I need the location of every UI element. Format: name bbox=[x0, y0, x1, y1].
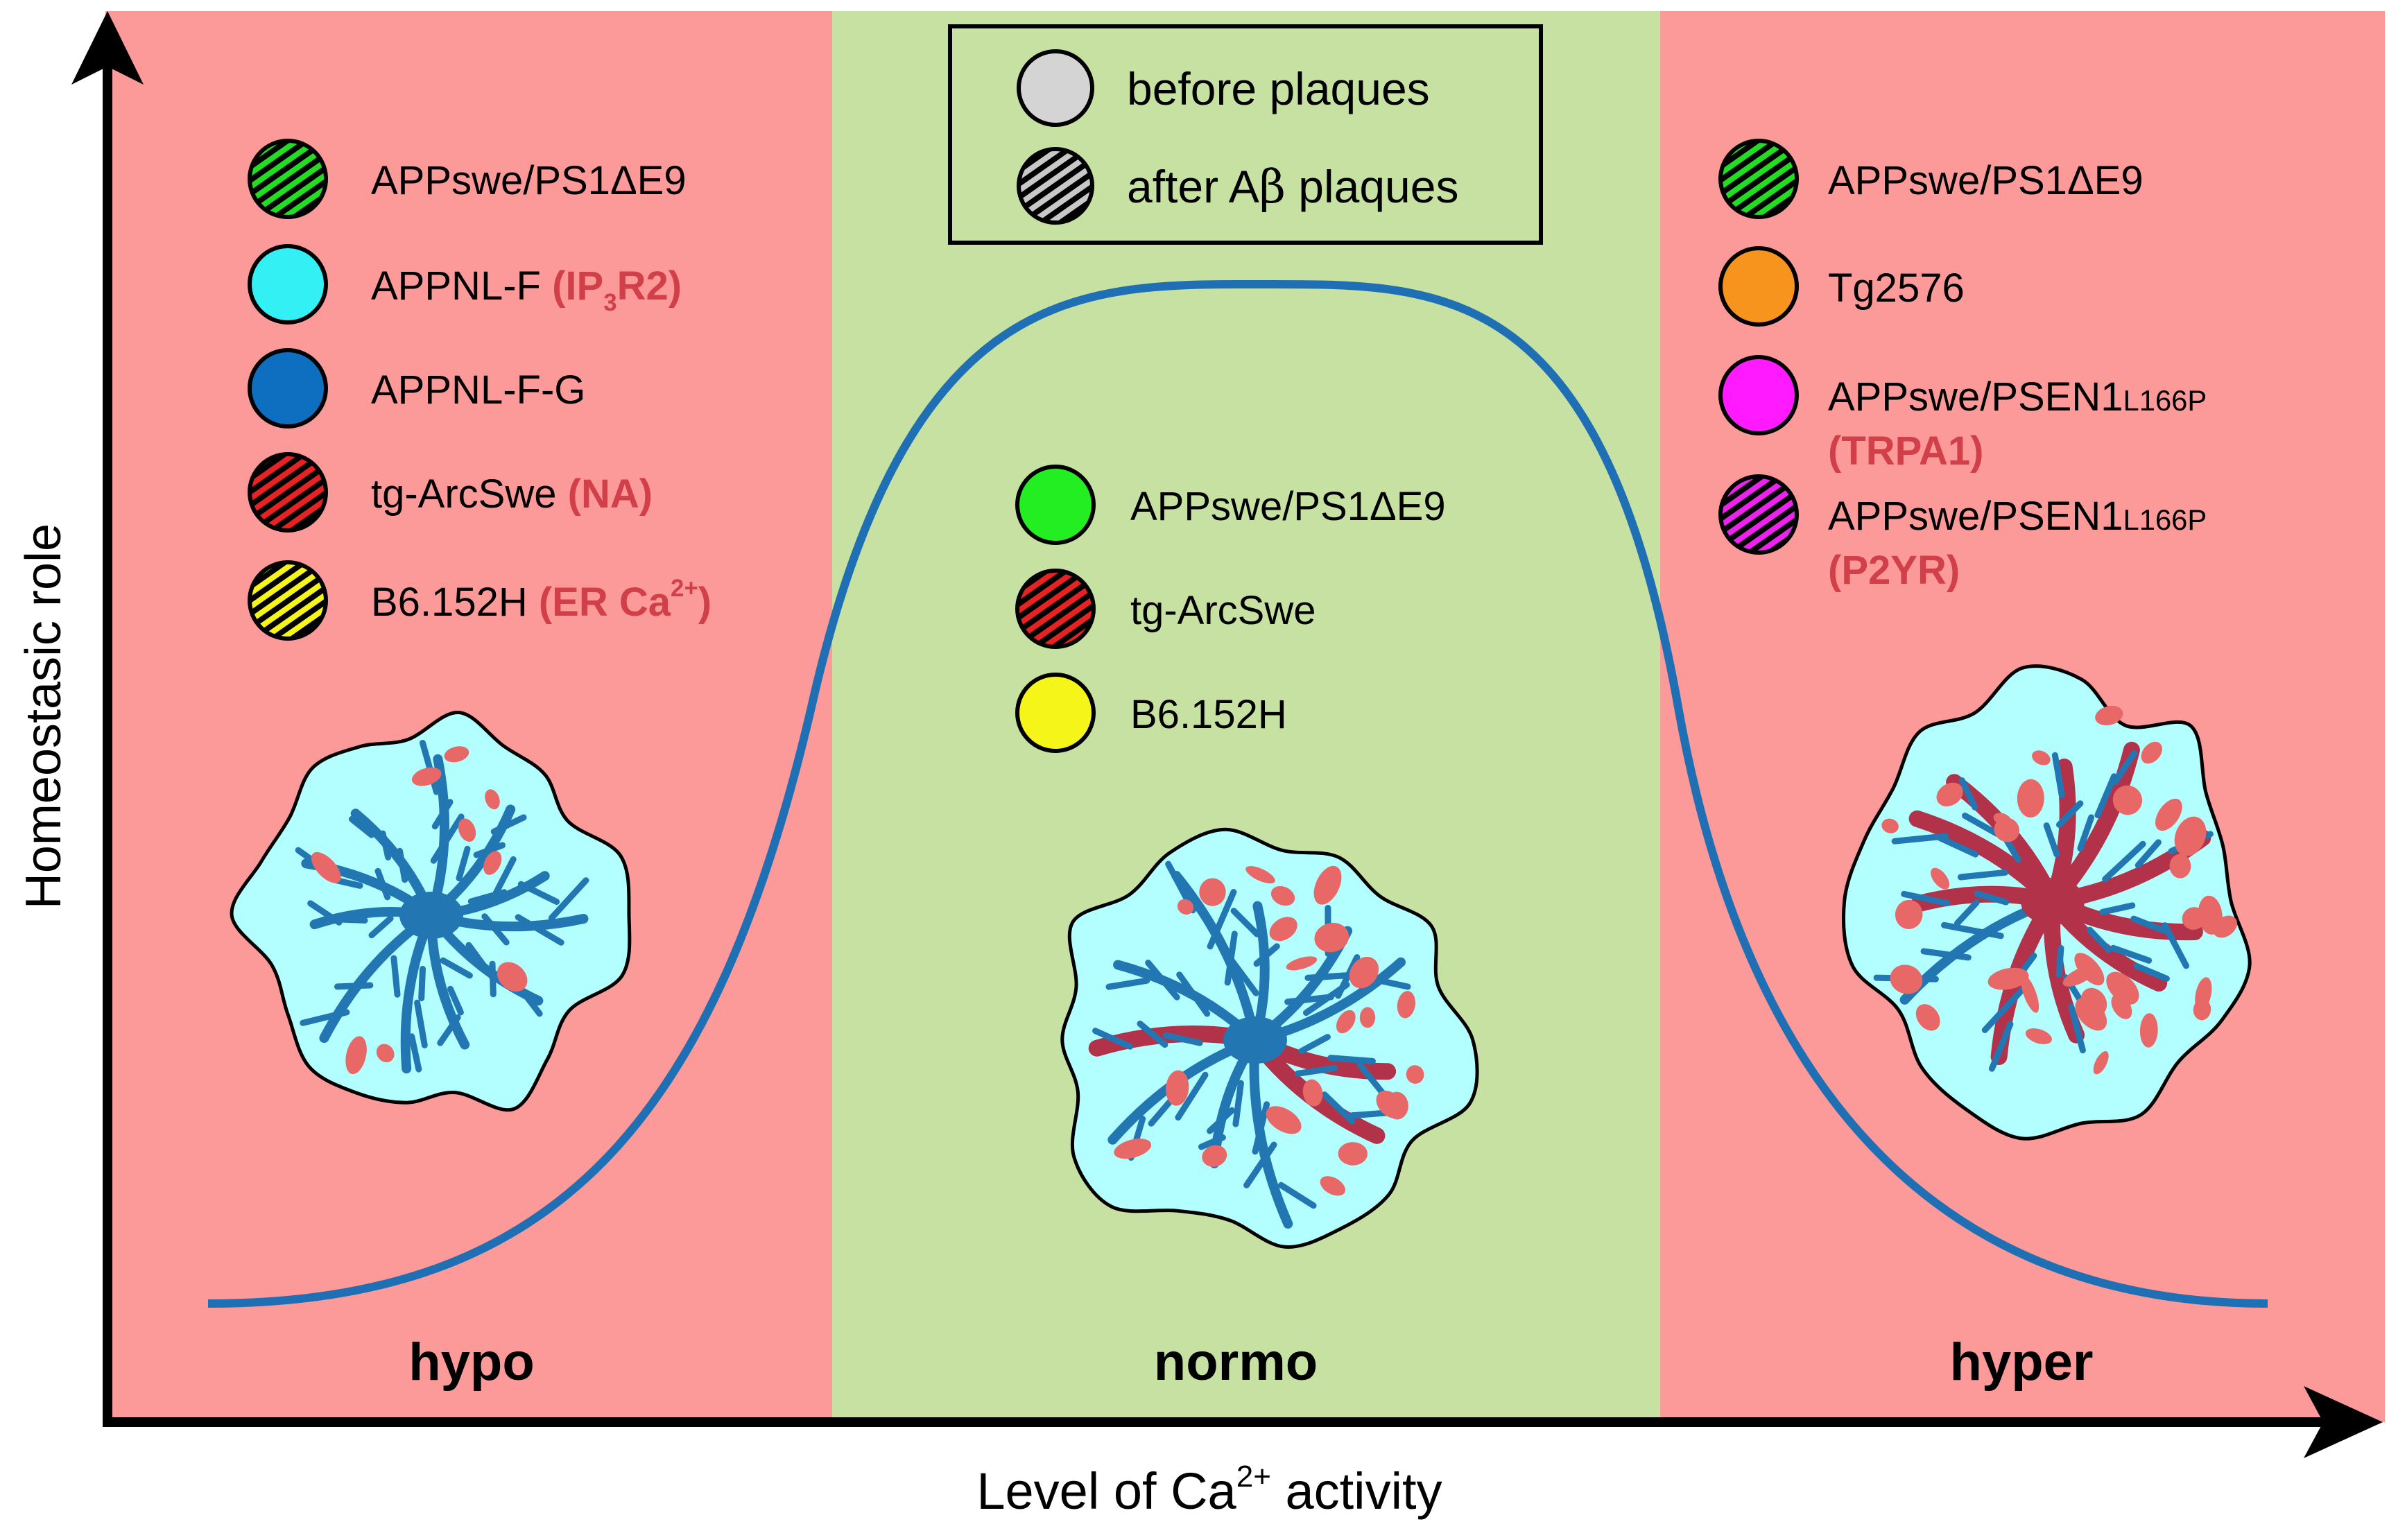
legend-box bbox=[948, 24, 1543, 245]
hyper-mechanism: (TRPA1) bbox=[1828, 429, 1983, 474]
hyper-marker bbox=[1718, 474, 1799, 555]
x-axis-arrowhead bbox=[2304, 1386, 2383, 1458]
legend-before-label: before plaques bbox=[1127, 63, 1430, 114]
hypo-item: APPswe/PS1ΔE9 bbox=[248, 139, 687, 219]
normo-item: tg-ArcSwe bbox=[1015, 569, 1316, 649]
hyper-astrocyte bbox=[1841, 664, 2252, 1141]
hypo-item: tg-ArcSwe (NA) bbox=[248, 452, 653, 533]
hypo-label: B6.152H (ER Ca2+) bbox=[371, 575, 711, 625]
hypo-mechanism: (IP bbox=[552, 263, 603, 309]
hyper-label: Tg2576 bbox=[1828, 266, 1965, 311]
hypo-marker bbox=[248, 139, 328, 219]
normo-label: normo bbox=[1154, 1333, 1318, 1392]
hyper-marker bbox=[1718, 355, 1799, 435]
normo-item: APPswe/PS1ΔE9 bbox=[1015, 465, 1446, 545]
hypo-item: B6.152H (ER Ca2+) bbox=[248, 560, 711, 641]
normo-label: B6.152H bbox=[1130, 692, 1287, 737]
hypo-mechanism: (ER Ca bbox=[539, 580, 671, 625]
normo-label: APPswe/PS1ΔE9 bbox=[1130, 484, 1446, 529]
legend-after-label: after Aβ plaques bbox=[1127, 160, 1458, 214]
hypo-label: APPswe/PS1ΔE9 bbox=[371, 158, 687, 203]
hypo-marker bbox=[248, 348, 328, 429]
normo-marker bbox=[1015, 465, 1096, 545]
hypo-marker bbox=[248, 452, 328, 533]
y-axis bbox=[71, 11, 144, 1426]
y-axis-arrowhead bbox=[71, 11, 144, 85]
hyper-mechanism: (P2YR) bbox=[1828, 548, 1960, 593]
hypo-marker bbox=[248, 560, 328, 641]
hyper-label: APPswe/PSEN1L166P bbox=[1828, 494, 2207, 539]
hyper-item: APPswe/PSEN1L166P (TRPA1) bbox=[1718, 355, 2207, 474]
normo-marker bbox=[1015, 569, 1096, 649]
hypo-label: APPNL-F (IP3R2) bbox=[371, 263, 682, 316]
hypo-astrocyte bbox=[230, 711, 632, 1112]
homeostasis-curve bbox=[207, 279, 2268, 1308]
hyper-item: APPswe/PSEN1L166P (P2YR) bbox=[1718, 474, 2207, 593]
normo-label: tg-ArcSwe bbox=[1130, 588, 1316, 633]
hyper-label: APPswe/PS1ΔE9 bbox=[1828, 158, 2144, 203]
hypo-mechanism: (NA) bbox=[568, 471, 653, 517]
hyper-item: APPswe/PS1ΔE9 bbox=[1718, 139, 2144, 219]
hypo-label: hypo bbox=[408, 1333, 535, 1392]
hyper-marker bbox=[1718, 139, 1799, 219]
hypo-item: APPNL-F (IP3R2) bbox=[248, 244, 682, 325]
hypo-label: APPNL-F-G bbox=[371, 367, 585, 413]
normo-marker bbox=[1015, 673, 1096, 753]
x-axis-label: Level of Ca2+ activity bbox=[976, 1460, 1442, 1520]
hypo-label: tg-ArcSwe (NA) bbox=[371, 471, 653, 517]
hypo-marker bbox=[248, 244, 328, 325]
hyper-label: hyper bbox=[1950, 1333, 2094, 1392]
x-axis bbox=[103, 1386, 2383, 1458]
y-axis-label: Homeostasic role bbox=[16, 524, 71, 909]
hyper-item: Tg2576 bbox=[1718, 246, 1965, 327]
legend: before plaques after Aβ plaques bbox=[948, 24, 1543, 245]
legend-before-marker bbox=[1017, 49, 1094, 127]
hyper-label: APPswe/PSEN1L166P bbox=[1828, 374, 2207, 419]
normo-item: B6.152H bbox=[1015, 673, 1287, 753]
legend-after-marker bbox=[1017, 147, 1094, 225]
normo-astrocyte bbox=[1060, 827, 1479, 1249]
hypo-item: APPNL-F-G bbox=[248, 348, 585, 429]
hyper-marker bbox=[1718, 246, 1799, 327]
